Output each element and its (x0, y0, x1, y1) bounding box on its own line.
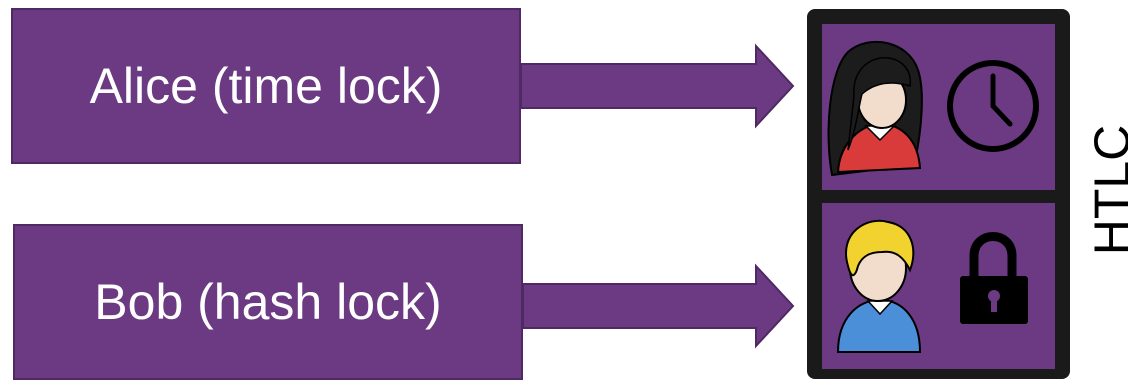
alice-time-lock-box: Alice (time lock) (11, 8, 521, 164)
bob-hash-lock-label: Bob (hash lock) (94, 274, 442, 330)
clock-icon (947, 60, 1039, 152)
htlc-label: HTLC (1084, 124, 1128, 256)
bob-arrow (522, 263, 795, 349)
bob-avatar-icon (836, 219, 922, 353)
alice-time-lock-label: Alice (time lock) (89, 58, 443, 114)
padlock-icon (960, 232, 1028, 324)
alice-avatar-icon (827, 40, 923, 177)
alice-arrow (520, 43, 795, 129)
